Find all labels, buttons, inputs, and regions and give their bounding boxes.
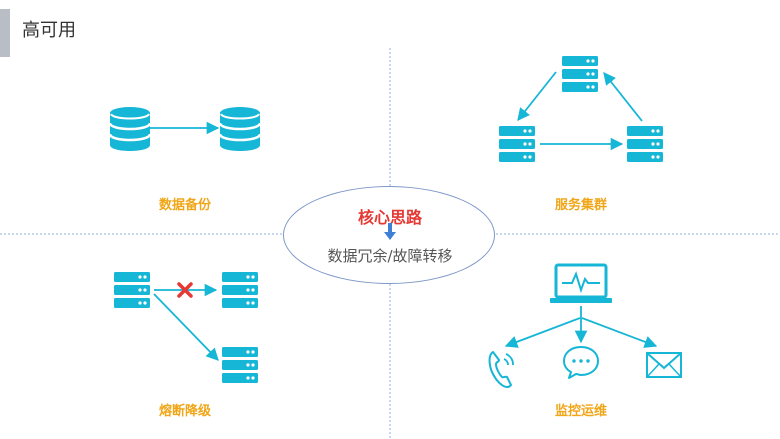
center-core-label: 核心思路 [357,208,423,227]
database-icon [220,107,260,151]
cluster-arrow [517,71,557,121]
cross-icon [177,282,193,298]
server-icon [222,347,258,383]
label-monitoring: 监控运维 [554,404,608,419]
fallback-arrow [153,293,219,361]
phone-icon [488,351,514,388]
cluster-arrow [603,72,643,122]
monitor-icon [550,263,612,303]
circuit-breaker-diagram [114,272,258,383]
label-data-backup: 数据备份 [158,198,212,213]
server-icon [499,126,535,162]
page-title: 高可用 [22,20,76,41]
backup-diagram [110,107,260,151]
database-icon [110,107,150,151]
alert-arrow-mail [581,317,658,348]
title-accent-bar [0,9,10,57]
label-service-cluster: 服务集群 [554,198,608,213]
center-description: 数据冗余/故障转移 [327,247,453,265]
cluster-diagram [499,56,663,162]
down-arrow-icon [384,223,396,240]
mail-icon [646,352,682,378]
monitoring-diagram [488,263,682,388]
server-icon [562,56,598,92]
alert-arrow-phone [504,317,581,348]
server-icon [114,272,150,308]
chat-icon [563,346,599,379]
server-icon [627,126,663,162]
label-circuit-breaker: 熔断降级 [158,404,212,419]
server-icon [222,272,258,308]
